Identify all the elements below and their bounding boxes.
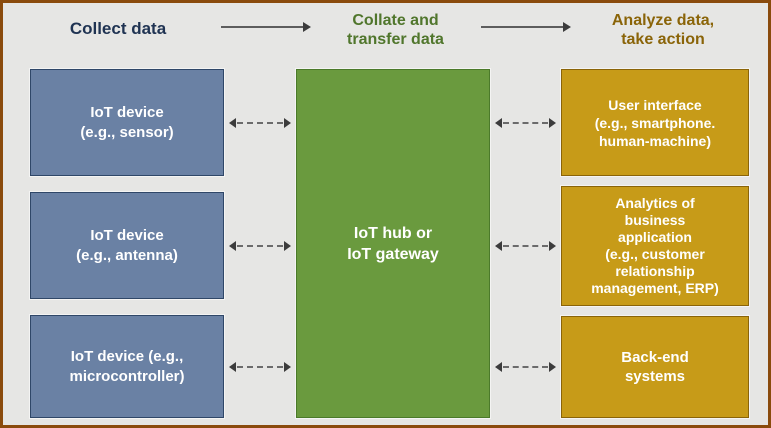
arrow-head-right-icon xyxy=(284,117,291,128)
arrow-head-left-icon xyxy=(495,361,502,372)
analytics-business-application-box: Analytics of business application (e.g.,… xyxy=(561,186,749,306)
arrow-head-right-icon xyxy=(549,240,556,251)
dashed-line xyxy=(237,244,283,247)
arrow-head-right-icon xyxy=(549,361,556,372)
iot-device-box-antenna: IoT device (e.g., antenna) xyxy=(30,192,224,299)
stage-label-collate-transfer-data: Collate and transfer data xyxy=(347,12,444,48)
arrow-shaft xyxy=(221,26,304,28)
arrow-head-right-icon xyxy=(284,361,291,372)
arrow-head-left-icon xyxy=(229,117,236,128)
connector-hub-to-analytics xyxy=(495,240,556,251)
stage-label-analyze-data-take-action: Analyze data, take action xyxy=(611,12,715,48)
arrow-head-left-icon xyxy=(495,117,502,128)
stage-label-collect-data: Collect data xyxy=(69,19,167,38)
iot-device-box-sensor: IoT device (e.g., sensor) xyxy=(30,69,224,176)
stage-arrow-collect-to-collate xyxy=(221,21,311,33)
iot-hub-gateway-box: IoT hub or IoT gateway xyxy=(296,69,490,418)
arrow-head-right-icon xyxy=(303,22,311,32)
dashed-line xyxy=(503,365,548,368)
stage-arrow-collate-to-analyze xyxy=(481,21,571,33)
connector-hub-to-user-interface xyxy=(495,117,556,128)
iot-device-box-microcontroller: IoT device (e.g., microcontroller) xyxy=(30,315,224,418)
connector-device-antenna-to-hub xyxy=(229,240,291,251)
arrow-head-right-icon xyxy=(549,117,556,128)
user-interface-box: User interface (e.g., smartphone. human-… xyxy=(561,69,749,176)
arrow-head-right-icon xyxy=(563,22,571,32)
dashed-line xyxy=(237,121,283,124)
connector-hub-to-back-end-systems xyxy=(495,361,556,372)
dashed-line xyxy=(237,365,283,368)
dashed-line xyxy=(503,121,548,124)
connector-device-microcontroller-to-hub xyxy=(229,361,291,372)
arrow-shaft xyxy=(481,26,564,28)
arrow-head-left-icon xyxy=(495,240,502,251)
back-end-systems-box: Back-end systems xyxy=(561,316,749,418)
arrow-head-left-icon xyxy=(229,361,236,372)
dashed-line xyxy=(503,244,548,247)
connector-device-sensor-to-hub xyxy=(229,117,291,128)
arrow-head-right-icon xyxy=(284,240,291,251)
arrow-head-left-icon xyxy=(229,240,236,251)
